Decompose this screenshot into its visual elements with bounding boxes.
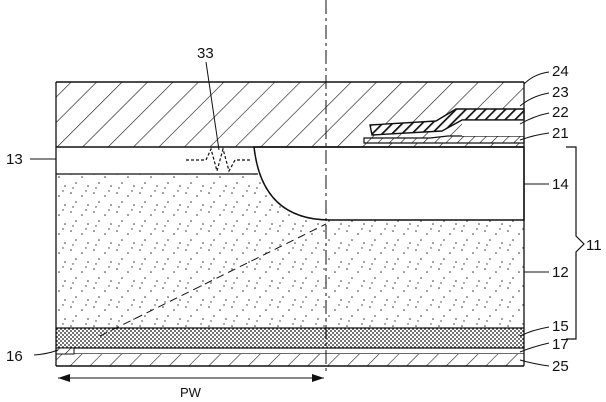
well-region-14 bbox=[254, 147, 524, 220]
label-11: 11 bbox=[586, 237, 602, 254]
bracket-11 bbox=[566, 147, 584, 339]
region-16 bbox=[56, 348, 74, 354]
layer-17 bbox=[56, 348, 524, 354]
bottom-electrode-25 bbox=[56, 354, 524, 366]
label-22: 22 bbox=[552, 104, 569, 121]
label-23: 23 bbox=[552, 84, 569, 101]
label-12: 12 bbox=[552, 264, 569, 281]
label-25: 25 bbox=[552, 358, 569, 375]
label-13: 13 bbox=[6, 151, 23, 168]
buffer-layer-15 bbox=[56, 328, 524, 348]
label-17: 17 bbox=[552, 336, 569, 353]
label-21: 21 bbox=[552, 125, 569, 142]
label-pw: PW bbox=[180, 385, 202, 400]
label-14: 14 bbox=[552, 176, 569, 193]
label-16: 16 bbox=[6, 348, 23, 365]
label-24: 24 bbox=[552, 63, 569, 80]
label-33: 33 bbox=[197, 45, 214, 62]
gate-region-white bbox=[462, 120, 524, 136]
label-15: 15 bbox=[552, 318, 569, 335]
